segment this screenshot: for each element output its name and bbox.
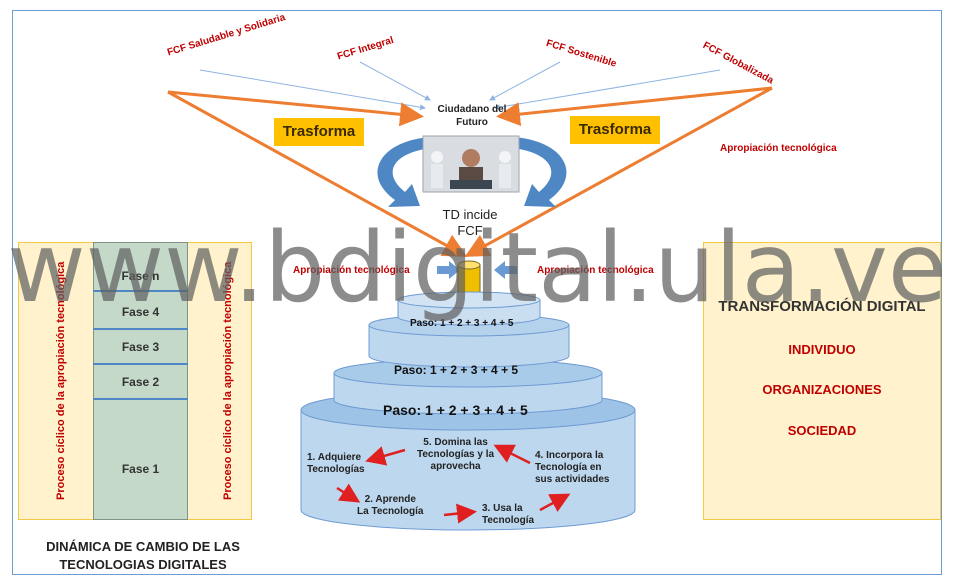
apropiacion-right: Apropiación tecnológica <box>537 265 654 276</box>
citizen-line-2: Futuro <box>456 117 488 128</box>
right-item-sociedad: SOCIEDAD <box>787 423 857 438</box>
step-4-line-3: sus actividades <box>535 474 610 485</box>
apropiacion-top-right: Apropiación tecnológica <box>720 143 837 154</box>
step-1-line-1: 1. Adquiere <box>307 452 362 463</box>
step-2-line-2: La Tecnología <box>357 506 424 517</box>
apropiacion-left: Apropiación tecnológica <box>293 265 410 276</box>
paso-label-top: Paso: 1 + 2 + 3 + 4 + 5 <box>410 318 514 329</box>
step-4-line-1: 4. Incorpora la <box>535 450 604 461</box>
step-5-line-3: aprovecha <box>430 461 481 472</box>
phase-2: Fase 2 <box>121 375 160 389</box>
paso-label-bottom: Paso: 1 + 2 + 3 + 4 + 5 <box>383 402 528 418</box>
cylinder-arrows <box>437 261 517 279</box>
step-3-line-2: Tecnología <box>482 515 535 526</box>
trasforma-right: Trasforma <box>570 116 660 144</box>
phase-1: Fase 1 <box>121 462 160 476</box>
paso-label-middle: Paso: 1 + 2 + 3 + 4 + 5 <box>394 363 519 377</box>
step-5-line-1: 5. Domina las <box>423 437 488 448</box>
step-4-line-2: Tecnología en <box>535 462 602 473</box>
right-panel-title: TRANSFORMACIÓN DIGITAL <box>718 298 926 315</box>
trasforma-left: Trasforma <box>274 118 364 146</box>
cycle-arrows <box>377 137 567 207</box>
td-line-2: FCF <box>457 223 483 238</box>
left-caption: DINÁMICA DE CAMBIO DE LAS TECNOLOGIAS DI… <box>38 538 248 574</box>
fcf-connector-lines <box>199 61 721 111</box>
phase-3: Fase 3 <box>121 340 160 354</box>
diagram-frame <box>12 10 942 575</box>
step-3: 3. Usa la Tecnología <box>482 503 534 527</box>
td-line-1: TD incide <box>442 207 498 222</box>
step-4: 4. Incorpora la Tecnología en sus activi… <box>535 450 609 486</box>
step-1-line-2: Tecnologías <box>307 464 365 475</box>
step-5-line-2: Tecnologías y la <box>417 449 495 460</box>
step-2: 2. Aprende La Tecnología <box>357 494 424 518</box>
caption-line-2: TECNOLOGIAS DIGITALES <box>59 557 227 572</box>
citizen-line-1: Ciudadano del <box>437 104 507 115</box>
phase-column: Fase n Fase 4 Fase 3 Fase 2 Fase 1 <box>93 242 188 520</box>
right-item-individuo: INDIVIDUO <box>788 342 856 357</box>
citizen-future-image <box>422 135 520 193</box>
citizen-future-label: Ciudadano del Futuro <box>425 103 519 129</box>
right-item-organizaciones: ORGANIZACIONES <box>762 382 882 397</box>
right-panel <box>703 242 941 520</box>
step-5: 5. Domina las Tecnologías y la aprovecha <box>417 437 494 473</box>
watermark: www.bdigital.ula.ve <box>7 212 947 324</box>
caption-line-1: DINÁMICA DE CAMBIO DE LAS <box>46 539 240 554</box>
orange-triangle <box>167 86 773 257</box>
td-incide-label: TD incide FCF <box>430 207 510 239</box>
phase-n: Fase n <box>121 269 160 283</box>
step-2-line-1: 2. Aprende <box>364 494 416 505</box>
step-3-line-1: 3. Usa la <box>482 503 523 514</box>
cycle-step-arrows <box>336 444 571 524</box>
step-1: 1. Adquiere Tecnologías <box>307 452 365 476</box>
phase-4: Fase 4 <box>121 305 160 319</box>
